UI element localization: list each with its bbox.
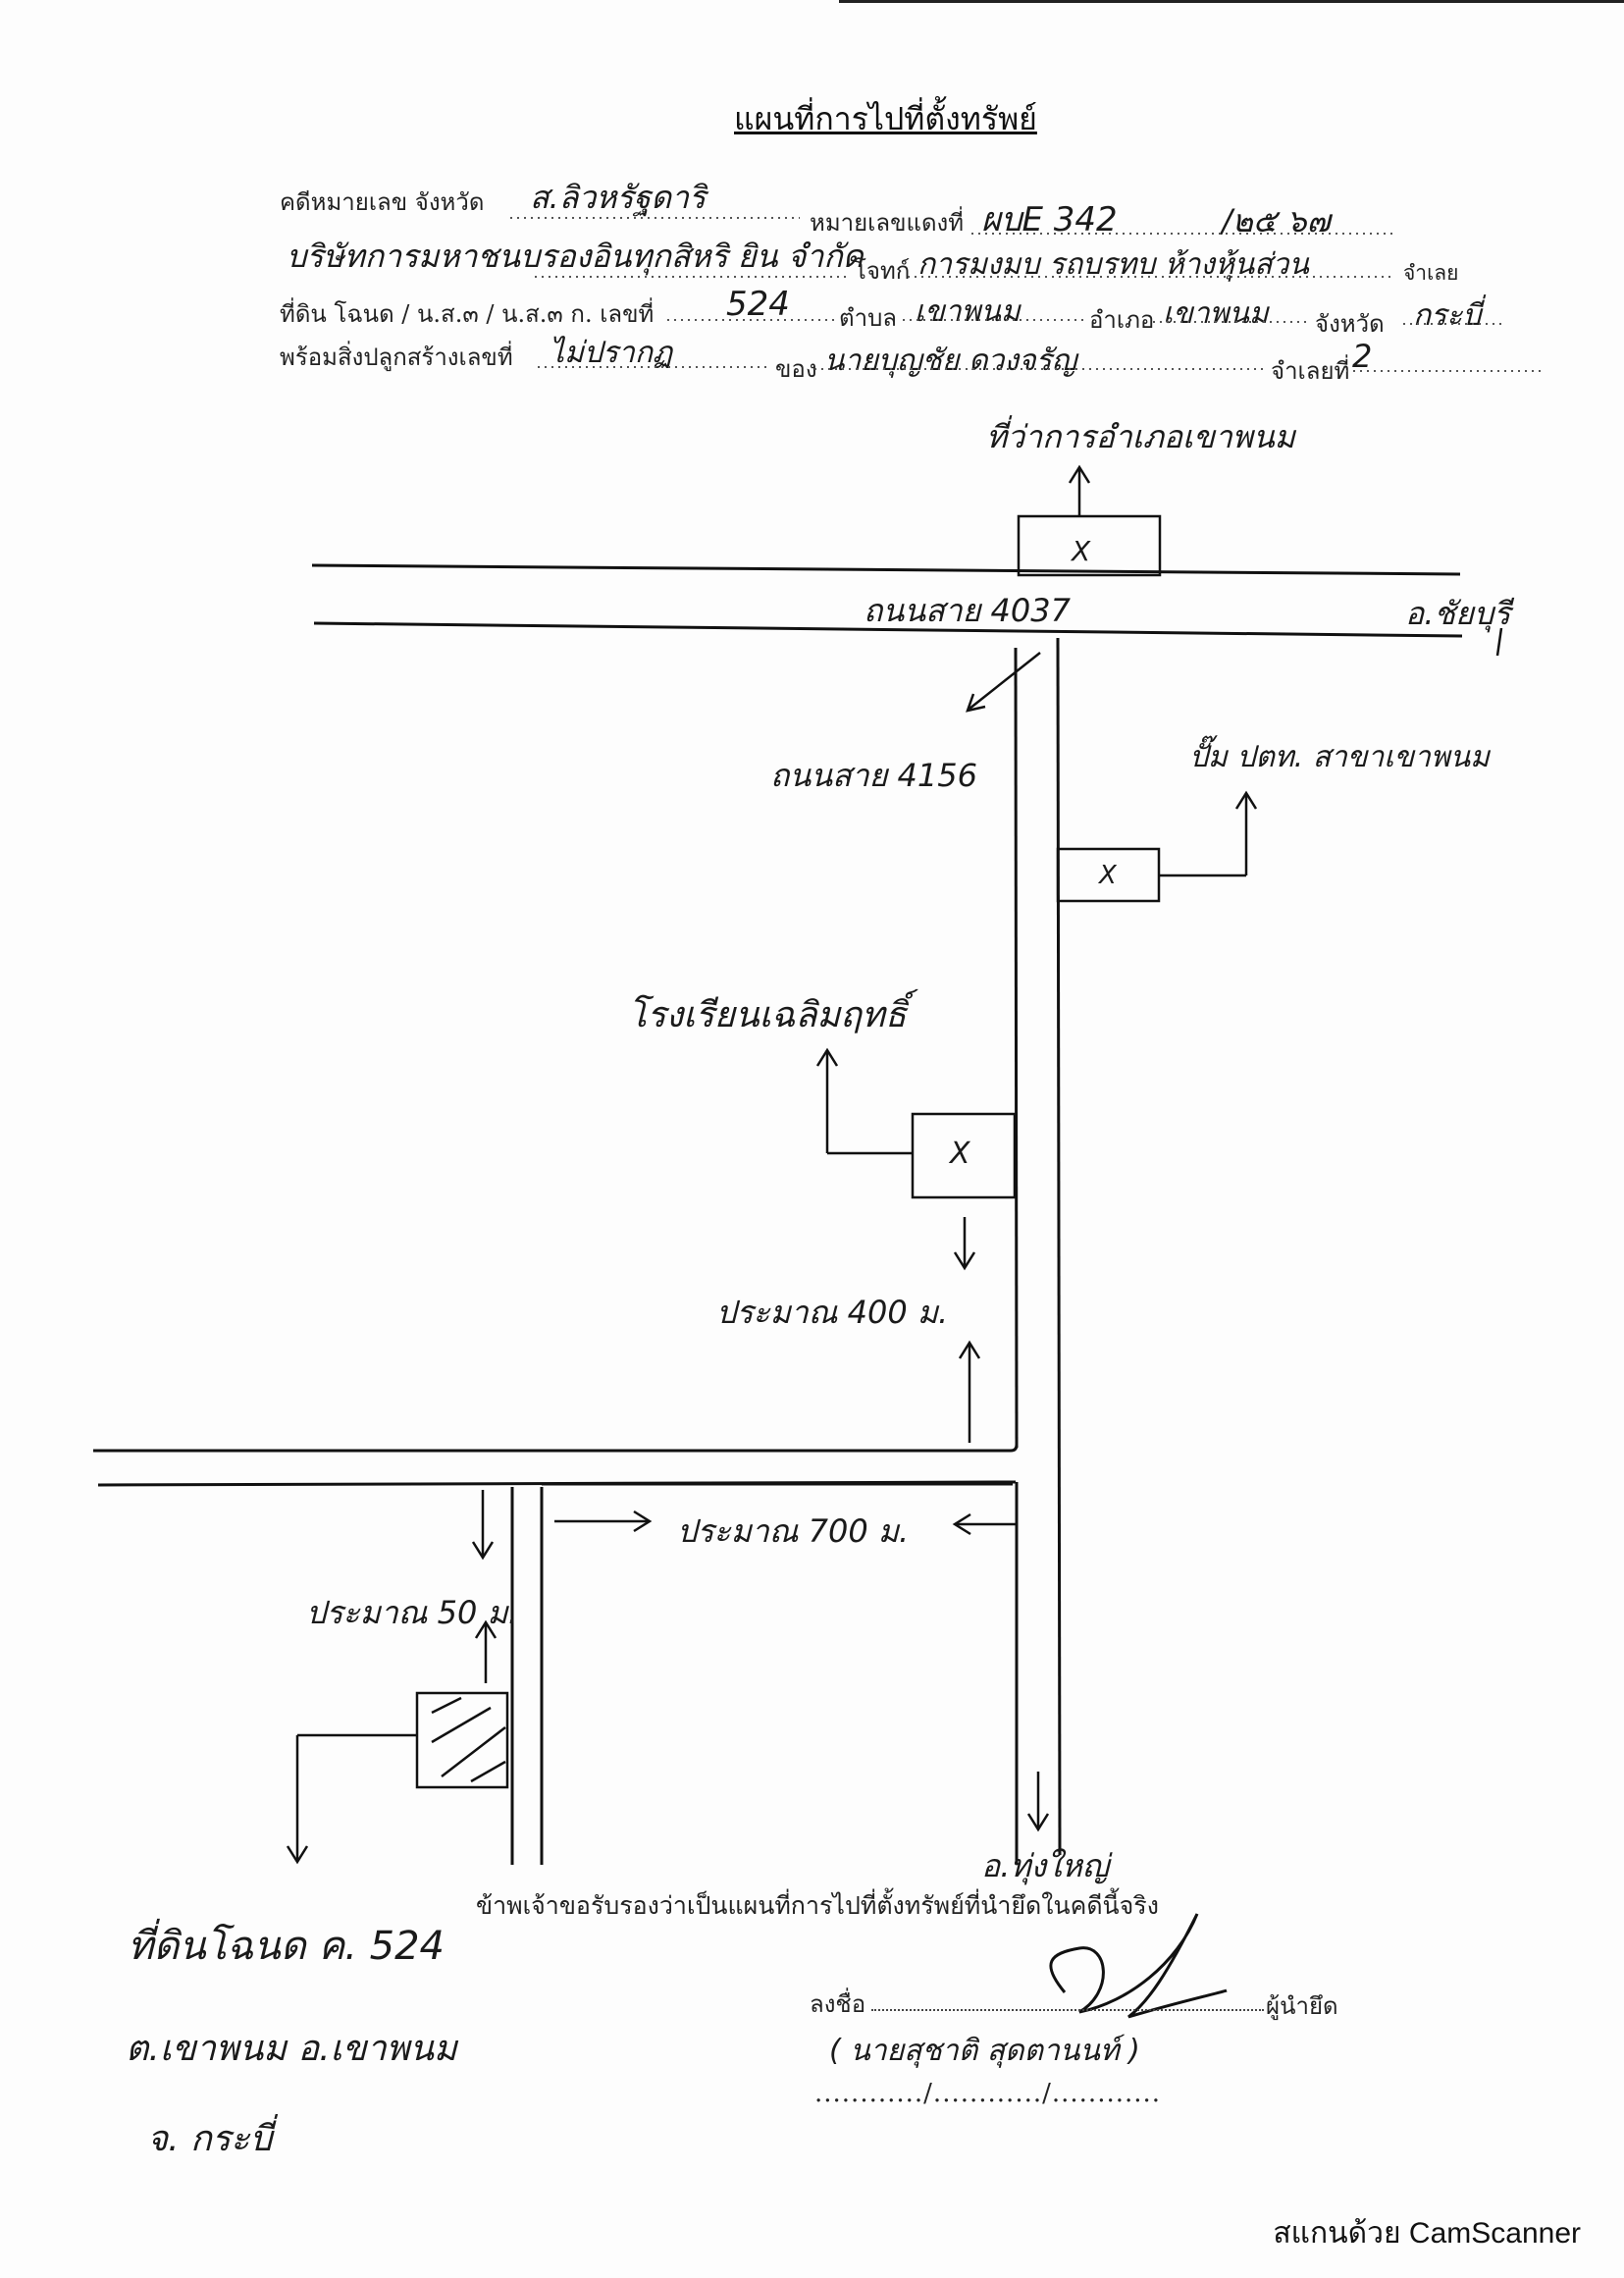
arrows	[286, 464, 1503, 1865]
subdistrict-label: ตำบล	[839, 304, 898, 332]
land-number: 524	[726, 285, 790, 324]
defendant-name: การมงมบ รถบรทบ ห้างหุ้นส่วน	[917, 247, 1309, 282]
debtor-number: 2	[1352, 338, 1373, 375]
case-province: ส.ลิวหรัฐดาริ	[530, 179, 707, 216]
certification-text: ข้าพเจ้าขอรับรองว่าเป็นแผนที่การไปที่ตั้…	[476, 1891, 1159, 1920]
property-hatch	[431, 1696, 506, 1783]
property-note-3: จ. กระบี่	[147, 2119, 273, 2159]
owner-name: นายบุญชัย ดวงจรัญ	[824, 344, 1077, 378]
date-line: ............/............/............	[814, 2079, 1162, 2108]
province: กระบี่	[1413, 298, 1482, 333]
district-office-box	[1017, 514, 1162, 577]
highway-main-label: ถนนสาย 4037	[864, 592, 1071, 629]
debtor-label: จำเลย	[1403, 261, 1459, 285]
roads	[93, 563, 1463, 1865]
district: เขาพนม	[1163, 296, 1269, 331]
signer-name: ( นายสุชาติ สุดตานนท์ )	[829, 2034, 1140, 2068]
property-note-1: ที่ดินโฉนด ค. 524	[128, 1924, 445, 1969]
school-mark: X	[950, 1137, 970, 1171]
form-dotted-lines	[510, 217, 1545, 372]
building-number: ไม่ปรากฏ	[550, 336, 673, 370]
defendant-label: โจทก์	[854, 257, 911, 285]
owner-label: ของ	[775, 355, 817, 383]
debtor-number-label: จำเลยที่	[1271, 357, 1350, 385]
distance-700-label: ประมาณ 700 ม.	[677, 1512, 910, 1550]
district-label: อำเภอ	[1089, 306, 1155, 334]
property-note-2: ต.เขาพนม อ.เขาพนม	[126, 2029, 457, 2069]
top-border-line	[839, 0, 1624, 3]
signer-role: ผู้นำยึด	[1266, 1992, 1338, 2020]
school-box	[911, 1112, 1017, 1199]
province-label: จังหวัด	[1315, 310, 1385, 338]
distance-50-label: ประมาณ 50 ม.	[306, 1594, 518, 1631]
plaintiff-name: บริษัทการมหาชนบรองอินทุกสิหริ ยิน จำกัด	[287, 238, 864, 275]
red-number: ผบE 342	[981, 200, 1118, 239]
signature-scribble	[1049, 1913, 1228, 2019]
district-office-mark: X	[1072, 535, 1091, 567]
highway-branch-label: ถนนสาย 4156	[770, 757, 977, 794]
gas-station-mark: X	[1099, 861, 1117, 890]
district-office-label: ที่ว่าการอำเภอเขาพนม	[986, 418, 1295, 455]
sign-label: ลงชื่อ	[810, 1990, 866, 2018]
to-chaiburi-label: อ.ชัยบุรี	[1405, 595, 1511, 632]
to-thungyai-label: อ.ทุ่งใหญ่	[981, 1847, 1110, 1884]
property-box	[415, 1691, 509, 1789]
camscanner-footer: สแกนด้วย CamScanner	[1273, 2217, 1581, 2250]
school-label: โรงเรียนเฉลิมฤทธิ์	[628, 995, 907, 1035]
distance-400-label: ประมาณ 400 ม.	[716, 1294, 949, 1331]
landmark-boxes	[415, 514, 1162, 1789]
land-label: ที่ดิน โฉนด / น.ส.๓ / น.ส.๓ ก. เลขที่	[280, 300, 655, 328]
sign-dotted-line	[871, 2009, 1264, 2011]
case-label: คดีหมายเลข จังหวัด	[280, 188, 485, 216]
red-number-label: หมายเลขแดงที่	[810, 209, 965, 237]
document-title: แผนที่การไปที่ตั้งทรัพย์	[734, 100, 1037, 137]
gas-station-label: ปั๊ม ปตท. สาขาเขาพนม	[1189, 740, 1490, 774]
building-label: พร้อมสิ่งปลูกสร้างเลขที่	[280, 344, 513, 371]
subdistrict: เขาพนม	[915, 294, 1021, 329]
